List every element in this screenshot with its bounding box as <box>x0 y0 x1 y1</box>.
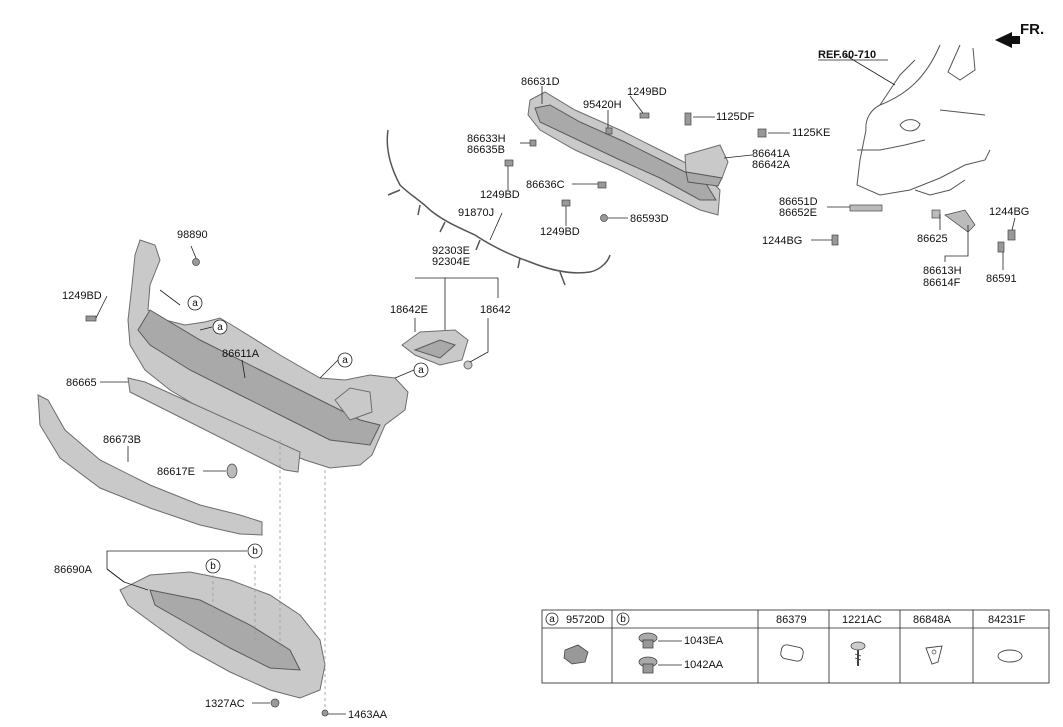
label-86642a: 86642A <box>752 159 791 171</box>
lower-trim-strip <box>127 377 301 473</box>
label-1249bd-mid: 1249BD <box>480 189 520 201</box>
label-86631d: 86631D <box>521 76 560 88</box>
callout-a-1: a <box>192 298 198 309</box>
label-18642e: 18642E <box>390 304 428 316</box>
screw-1249bd-top-icon <box>639 112 650 119</box>
nut-86593d-icon <box>600 214 608 222</box>
energy-absorber <box>684 144 729 187</box>
callout-a-3: a <box>342 355 348 366</box>
clip-86625-icon <box>931 209 941 219</box>
lower-skid-plate <box>37 394 263 536</box>
screw-1249bd-low-icon <box>561 199 571 207</box>
label-86625: 86625 <box>917 233 948 245</box>
label-92304e: 92304E <box>432 256 470 268</box>
legend-b-part1: 1043EA <box>684 635 724 647</box>
bracket-86613h-icon <box>944 209 976 233</box>
label-1249bd-left: 1249BD <box>62 290 102 302</box>
label-1327ac: 1327AC <box>205 698 245 710</box>
dashed-guide-lines <box>212 440 326 708</box>
front-direction-label: FR. <box>1020 21 1044 38</box>
label-1249bd-low: 1249BD <box>540 226 580 238</box>
clip-86633h-icon <box>529 139 537 147</box>
clip-86848a-icon <box>925 645 943 665</box>
legend-callout-b: b <box>620 614 626 625</box>
label-86652e: 86652E <box>779 207 817 219</box>
clip-95420h-icon <box>605 127 613 135</box>
label-86611a: 86611A <box>222 348 260 360</box>
label-91870j: 91870J <box>458 207 494 219</box>
screw-1249bd-mid-icon <box>504 159 514 167</box>
bumper-cover <box>127 239 409 469</box>
nut-1327ac-icon <box>270 698 280 708</box>
callout-markers: a a a a b b <box>187 295 429 574</box>
clip-98890-icon <box>192 258 200 266</box>
label-1249bd-top: 1249BD <box>627 86 667 98</box>
leader-lines <box>95 86 1016 715</box>
legend-col3: 86379 <box>776 614 807 626</box>
label-86641a: 86641A <box>752 148 791 160</box>
label-86593d: 86593D <box>630 213 669 225</box>
label-86635b: 86635B <box>467 144 505 156</box>
bolt-1244bg-left-icon <box>831 234 839 246</box>
label-98890: 98890 <box>177 229 208 241</box>
bolt-1125ke-icon <box>757 128 767 138</box>
wiring-harness <box>386 129 611 286</box>
stay-86651d-icon <box>849 204 883 212</box>
bolt-1125df-icon <box>684 112 692 126</box>
screw-1221ac-icon <box>850 641 866 666</box>
screw-1249bd-left-icon <box>85 315 97 322</box>
legend-col5: 86848A <box>913 614 952 626</box>
label-86617e: 86617E <box>157 466 195 478</box>
label-18642: 18642 <box>480 304 511 316</box>
clip-1042aa-icon <box>638 656 658 674</box>
callout-a-4: a <box>418 365 424 376</box>
under-cover <box>119 571 326 699</box>
part-labels: 86631D 1249BD 95420H 1125DF 1125KE 86633… <box>54 76 1029 721</box>
label-86591: 86591 <box>986 273 1017 285</box>
legend-a-part: 95720D <box>566 614 605 626</box>
bumper-beam <box>527 91 721 216</box>
bracket-86636c-icon <box>597 181 607 189</box>
callout-b-2: b <box>210 561 216 572</box>
reflector-86617e-icon <box>226 463 238 479</box>
front-direction-indicator: FR. <box>995 21 1044 48</box>
label-86614f: 86614F <box>923 277 961 289</box>
label-86633h: 86633H <box>467 133 506 145</box>
reference-label: REF.60-710 <box>818 49 876 61</box>
parts-legend-table: a 95720D b 86379 1221AC 86848A 84231F 10… <box>541 609 1050 684</box>
label-86636c: 86636C <box>526 179 565 191</box>
clip-1043ea-icon <box>638 632 658 649</box>
clip-95720d-icon <box>563 644 589 665</box>
label-1125df: 1125DF <box>716 111 755 123</box>
label-86613h: 86613H <box>923 265 962 277</box>
label-86673b: 86673B <box>103 434 141 446</box>
label-92303e: 92303E <box>432 245 470 257</box>
bolt-1244bg-right-icon <box>1007 229 1016 241</box>
label-86690a: 86690A <box>54 564 93 576</box>
callout-b-1: b <box>252 546 258 557</box>
front-arrow-icon <box>995 32 1020 48</box>
screw-86591-icon <box>997 241 1005 253</box>
legend-col6: 84231F <box>988 614 1026 626</box>
legend-b-part2: 1042AA <box>684 659 724 671</box>
label-1125ke: 1125KE <box>792 127 830 139</box>
pad-86379-icon <box>780 644 804 662</box>
label-1244bg-left: 1244BG <box>762 235 802 247</box>
legend-callout-a: a <box>549 614 555 625</box>
vehicle-body-outline: REF.60-710 <box>818 44 991 196</box>
label-86665: 86665 <box>66 377 97 389</box>
label-95420h: 95420H <box>583 99 622 111</box>
legend-col4: 1221AC <box>842 614 882 626</box>
parking-sensor-bracket <box>401 329 473 370</box>
clip-1463aa-icon <box>321 709 329 717</box>
fastener-icons <box>85 112 1016 717</box>
plug-84231f-icon <box>997 649 1023 663</box>
label-1463aa: 1463AA <box>348 709 388 721</box>
label-1244bg-right: 1244BG <box>989 206 1029 218</box>
label-86651d: 86651D <box>779 196 818 208</box>
callout-a-2: a <box>217 322 223 333</box>
